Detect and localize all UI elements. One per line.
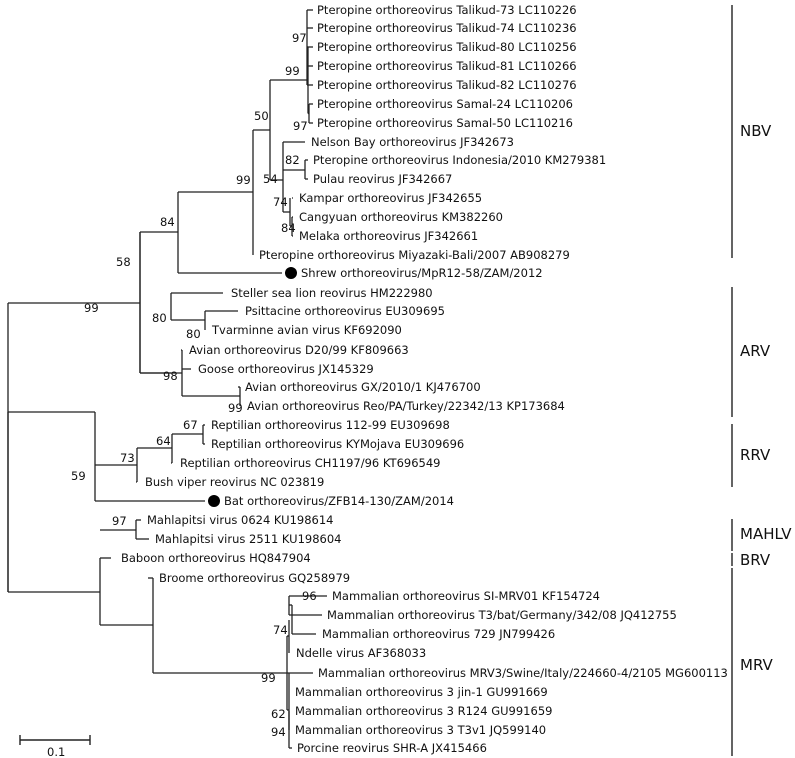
bootstrap-value: 99 [285, 64, 300, 78]
clade-label: RRV [740, 446, 771, 464]
taxon-label: Goose orthoreovirus JX145329 [198, 362, 374, 376]
taxon-label: Bat orthoreovirus/ZFB14-130/ZAM/2014 [224, 494, 454, 508]
bootstrap-value: 99 [84, 301, 99, 315]
taxon-label: Baboon orthoreovirus HQ847904 [121, 551, 311, 565]
taxon-label: Mahlapitsi virus 2511 KU198604 [155, 532, 341, 546]
taxon-label: Steller sea lion reovirus HM222980 [231, 286, 433, 300]
bootstrap-value: 64 [156, 434, 171, 448]
clade-label: NBV [740, 122, 772, 140]
taxon-label: Psittacine orthoreovirus EU309695 [245, 304, 445, 318]
taxon-label: Melaka orthoreovirus JF342661 [299, 229, 478, 243]
taxon-label: Tvarminne avian virus KF692090 [211, 323, 402, 337]
taxon-label: Pulau reovirus JF342667 [313, 172, 452, 186]
bootstrap-value: 73 [120, 451, 135, 465]
bootstrap-value: 94 [271, 725, 286, 739]
clade-label: ARV [740, 342, 771, 360]
bootstrap-labels: 97 99 97 50 82 54 74 84 99 84 58 99 80 80 98 99 67 64 73 59… [71, 31, 317, 739]
bootstrap-value: 84 [281, 221, 296, 235]
taxon-label: Mammalian orthoreovirus SI-MRV01 KF15472… [332, 589, 600, 603]
taxon-label: Mammalian orthoreovirus 729 JN799426 [322, 627, 555, 641]
taxon-label: Bush viper reovirus NC 023819 [145, 475, 324, 489]
taxon-label: Avian orthoreovirus GX/2010/1 KJ476700 [245, 380, 481, 394]
taxon-label: Pteropine orthoreovirus Samal-24 LC11020… [317, 97, 573, 111]
taxon-label: Mammalian orthoreovirus T3/bat/Germany/3… [327, 608, 677, 622]
taxon-label: Pteropine orthoreovirus Talikud-73 LC110… [317, 3, 577, 17]
bootstrap-value: 59 [71, 469, 86, 483]
taxon-label: Cangyuan orthoreovirus KM382260 [299, 210, 503, 224]
taxon-label: Mammalian orthoreovirus 3 R124 GU991659 [295, 704, 552, 718]
taxon-label: Kampar orthoreovirus JF342655 [299, 191, 482, 205]
taxon-label: Mammalian orthoreovirus MRV3/Swine/Italy… [318, 666, 728, 680]
taxon-label: Reptilian orthoreovirus 112-99 EU309698 [211, 418, 450, 432]
taxon-label: Mahlapitsi virus 0624 KU198614 [147, 513, 333, 527]
taxon-label: Mammalian orthoreovirus 3 T3v1 JQ599140 [295, 723, 546, 737]
taxon-label: Pteropine orthoreovirus Indonesia/2010 K… [313, 153, 606, 167]
taxon-label: Pteropine orthoreovirus Miyazaki-Bali/20… [259, 248, 570, 262]
highlight-marker-icon [208, 495, 220, 507]
bootstrap-value: 99 [236, 173, 251, 187]
clade-brackets: NBV ARV RRV MAHLV BRV MRV [731, 5, 792, 756]
bootstrap-value: 82 [285, 153, 300, 167]
tree-branches [7, 9, 327, 749]
taxon-label: Pteropine orthoreovirus Talikud-80 LC110… [317, 40, 577, 54]
clade-label: BRV [740, 551, 771, 569]
bootstrap-value: 67 [183, 418, 198, 432]
bootstrap-value: 80 [152, 311, 167, 325]
taxon-label: Ndelle virus AF368033 [296, 646, 426, 660]
bootstrap-value: 97 [293, 119, 308, 133]
bootstrap-value: 99 [228, 401, 243, 415]
taxon-labels: Pteropine orthoreovirus Talikud-73 LC110… [121, 3, 728, 755]
taxon-label: Broome orthoreovirus GQ258979 [159, 571, 350, 585]
bootstrap-value: 74 [273, 623, 288, 637]
bootstrap-value: 54 [263, 172, 278, 186]
taxon-label: Pteropine orthoreovirus Talikud-82 LC110… [317, 78, 577, 92]
bootstrap-value: 98 [163, 369, 178, 383]
clade-label: MAHLV [740, 525, 792, 543]
bootstrap-value: 58 [116, 255, 131, 269]
highlight-marker-icon [285, 267, 297, 279]
taxon-label: Reptilian orthoreovirus CH1197/96 KT6965… [180, 456, 440, 470]
scale-bar-label: 0.1 [47, 745, 65, 758]
taxon-label: Porcine reovirus SHR-A JX415466 [297, 741, 487, 755]
taxon-label: Reptilian orthoreovirus KYMojava EU30969… [211, 437, 464, 451]
taxon-label: Avian orthoreovirus D20/99 KF809663 [189, 343, 409, 357]
taxon-label: Pteropine orthoreovirus Samal-50 LC11021… [317, 116, 573, 130]
taxon-label: Shrew orthoreovirus/MpR12-58/ZAM/2012 [301, 266, 543, 280]
bootstrap-value: 99 [261, 671, 276, 685]
taxon-label: Nelson Bay orthoreovirus JF342673 [311, 135, 514, 149]
taxon-label: Mammalian orthoreovirus 3 jin-1 GU991669 [295, 685, 548, 699]
bootstrap-value: 50 [254, 109, 269, 123]
bootstrap-value: 74 [273, 195, 288, 209]
bootstrap-value: 97 [292, 31, 307, 45]
bootstrap-value: 96 [302, 589, 317, 603]
bootstrap-value: 97 [112, 514, 127, 528]
taxon-label: Pteropine orthoreovirus Talikud-74 LC110… [317, 21, 577, 35]
bootstrap-value: 62 [271, 707, 286, 721]
clade-label: MRV [740, 656, 774, 674]
scale-bar: 0.1 [19, 735, 91, 758]
taxon-label: Avian orthoreovirus Reo/PA/Turkey/22342/… [247, 399, 565, 413]
bootstrap-value: 84 [160, 215, 175, 229]
taxon-label: Pteropine orthoreovirus Talikud-81 LC110… [317, 59, 577, 73]
bootstrap-value: 80 [186, 327, 201, 341]
